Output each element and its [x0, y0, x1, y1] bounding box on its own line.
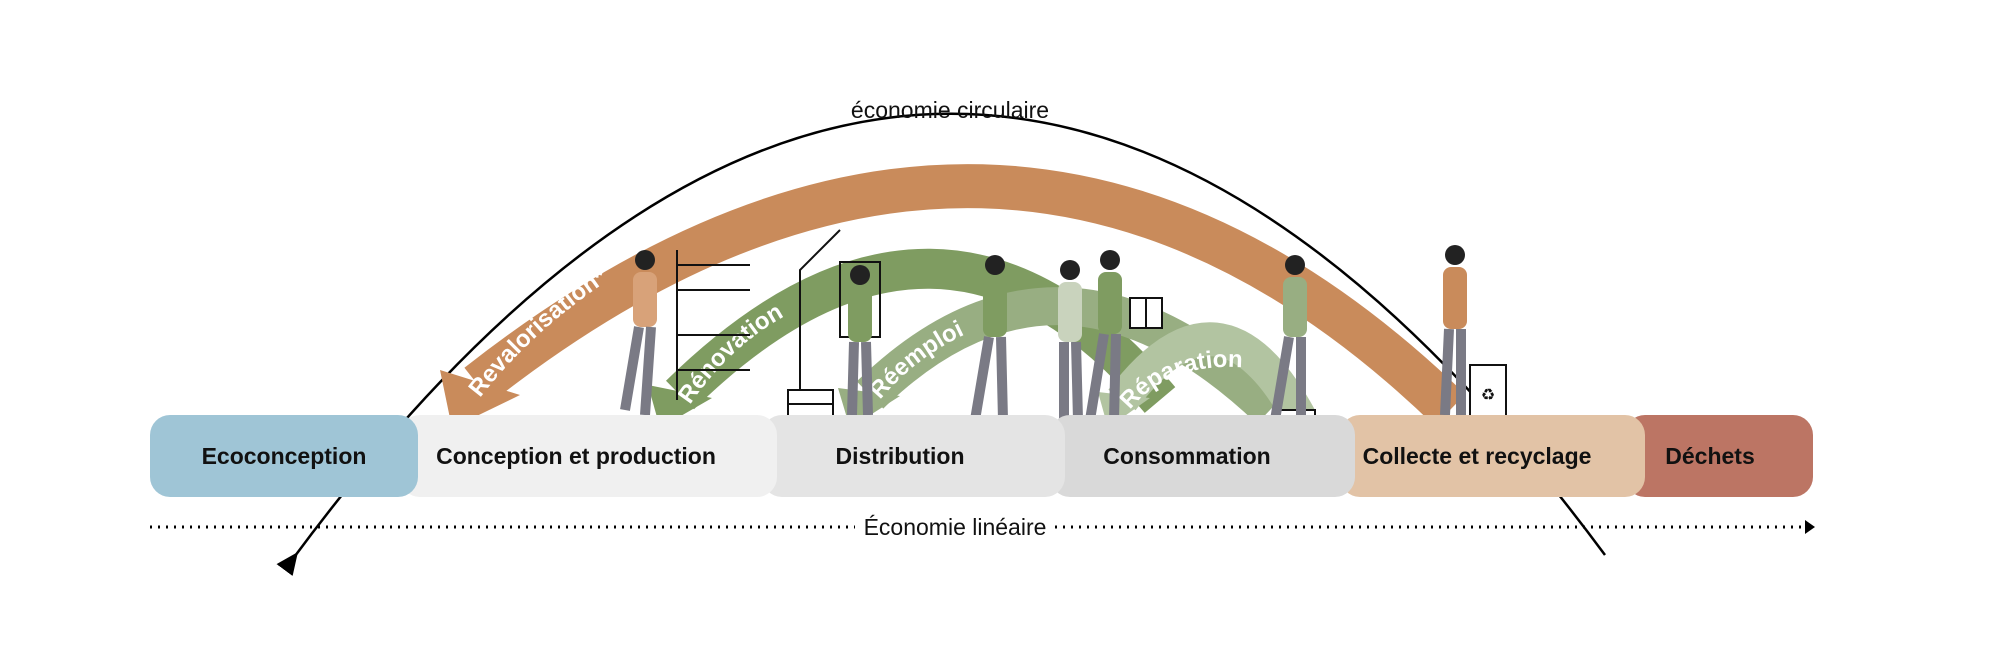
- stage-label-dechets: Déchets: [1665, 443, 1754, 469]
- stage-collecte: [1340, 415, 1645, 497]
- stage-dechets: [1625, 415, 1813, 497]
- person-icon: [1085, 250, 1122, 421]
- stage-label-consommation: Consommation: [1103, 443, 1270, 469]
- label-renovation: Rénovation: [673, 298, 788, 408]
- linear-economy-arrow: Économie linéaire: [150, 514, 1815, 540]
- person-icon: [847, 265, 873, 416]
- stage-label-distribution: Distribution: [835, 443, 964, 469]
- svg-text:♻: ♻: [1481, 387, 1495, 404]
- stage-label-conception: Conception et production: [436, 443, 716, 469]
- loop-revalorisation: [440, 164, 1466, 428]
- linear-economy-title: Économie linéaire: [864, 514, 1047, 540]
- stage-distribution: [762, 415, 1065, 497]
- person-icon: [970, 255, 1008, 421]
- stage-ecoconception: [150, 415, 418, 497]
- person-icon: [1058, 260, 1083, 421]
- circular-economy-title: économie circulaire: [851, 97, 1049, 123]
- person-icon: [620, 250, 657, 416]
- stage-label-ecoconception: Ecoconception: [202, 443, 367, 469]
- person-icon: [1270, 255, 1307, 421]
- gift-icon: [1129, 297, 1163, 329]
- people-illustrations: [620, 245, 1467, 421]
- recycling-bin-icon: ♻: [1469, 364, 1507, 424]
- stage-consommation: [1050, 415, 1355, 497]
- person-icon: [1440, 245, 1467, 416]
- stage-label-collecte: Collecte et recyclage: [1363, 443, 1592, 469]
- shelf-illustration: [676, 250, 750, 400]
- arrowhead: [440, 370, 520, 428]
- stage-bar: Ecoconception Conception et production D…: [150, 415, 1813, 497]
- circular-arc: [276, 112, 1607, 576]
- stage-conception: [400, 415, 777, 497]
